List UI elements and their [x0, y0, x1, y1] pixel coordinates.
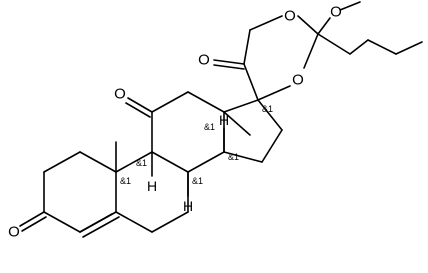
h-8-label: H [147, 178, 157, 194]
ring-d-bonds [223, 99, 283, 163]
h-9-label: H [183, 198, 193, 214]
o-ring-right-label: O [292, 72, 304, 89]
stereo-label-c8: &1 [192, 176, 203, 186]
ring-a-bonds [43, 151, 120, 238]
c20-ketone [213, 59, 245, 70]
o-ketone-c-label: O [198, 52, 210, 69]
ring-c-bonds [151, 91, 225, 173]
dioxane-ring-bonds [243, 15, 319, 101]
substituent-bonds [317, 1, 423, 55]
stereo-label-c10: &1 [120, 176, 131, 186]
methyl-bonds [115, 111, 251, 173]
c3-ketone [19, 211, 47, 232]
stereo-h-bonds [151, 127, 225, 197]
stereo-label-c9: &1 [136, 158, 147, 168]
ring-b-bonds [115, 151, 189, 233]
o-ketone-b-label: O [114, 86, 126, 103]
c11-ketone [125, 97, 153, 118]
o-methoxy-label: O [330, 4, 342, 21]
stereo-label-c14: &1 [228, 152, 239, 162]
o-ketone-a-label: O [8, 224, 20, 241]
o-ring-top-label: O [284, 8, 296, 25]
stereo-label-c17: &1 [262, 104, 273, 114]
h-14-label: H [219, 112, 229, 128]
stereo-label-c13: &1 [204, 122, 215, 132]
